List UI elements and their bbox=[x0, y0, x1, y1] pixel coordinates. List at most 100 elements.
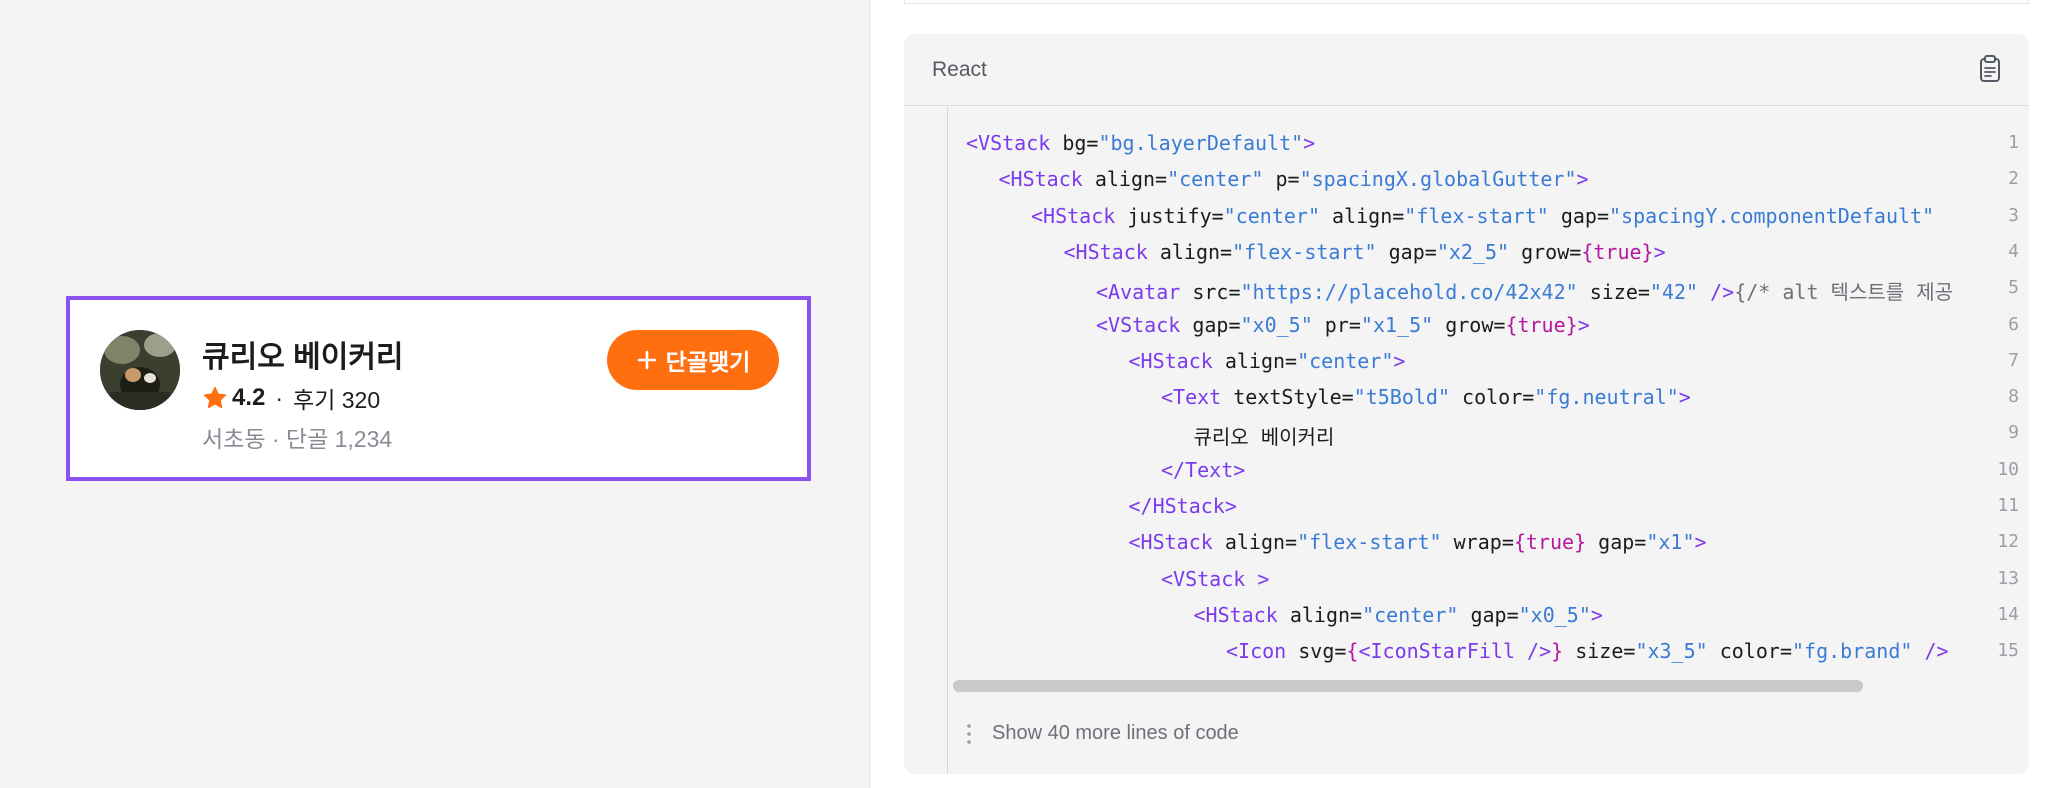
line-number: 1 bbox=[2008, 132, 2019, 153]
code-token: "bg.layerDefault" bbox=[1098, 131, 1304, 155]
code-token: = bbox=[1506, 602, 1519, 627]
code-token: <VStack bbox=[966, 131, 1063, 155]
line-number: 5 bbox=[2008, 277, 2019, 299]
line-number: 15 bbox=[1997, 640, 2019, 662]
store-card[interactable]: 큐리오 베이커리 4.2 · 후기 320 서초동 · 단골 1,234 단골맺… bbox=[66, 296, 811, 481]
code-token: textStyle bbox=[1233, 385, 1342, 410]
code-token: "flex-start" bbox=[1297, 530, 1442, 555]
code-token: <IconStarFill /> bbox=[1358, 639, 1552, 664]
code-token: = bbox=[1623, 639, 1636, 664]
avatar-photo bbox=[100, 330, 180, 410]
code-line: 큐리오 베이커리 bbox=[1194, 421, 1335, 450]
code-token: > bbox=[1393, 348, 1406, 373]
code-token: <HStack bbox=[1193, 602, 1290, 627]
code-token: <HStack bbox=[1031, 203, 1128, 228]
code-token: "x0_5" bbox=[1518, 602, 1591, 627]
code-token: color bbox=[1707, 639, 1780, 664]
follow-store-button[interactable]: 단골맺기 bbox=[607, 330, 779, 390]
code-token: = bbox=[1228, 312, 1241, 337]
code-token: "flex-start" bbox=[1404, 203, 1549, 228]
code-token: = bbox=[1086, 131, 1099, 155]
code-token: "flex-start" bbox=[1232, 239, 1377, 264]
code-token: "center" bbox=[1223, 203, 1320, 228]
code-token: align bbox=[1224, 348, 1286, 373]
code-token: "x0_5" bbox=[1240, 312, 1313, 337]
code-token: gap bbox=[1192, 312, 1229, 337]
code-line: <HStack align="center" gap="x0_5"> bbox=[1194, 603, 1603, 627]
code-token: gap bbox=[1586, 530, 1635, 555]
code-token: > bbox=[1577, 312, 1590, 337]
code-line: </Text> bbox=[1161, 458, 1245, 482]
code-token: = bbox=[1637, 280, 1650, 305]
code-token: <HStack bbox=[1063, 239, 1160, 264]
line-number: 12 bbox=[1997, 531, 2019, 553]
rating-separator: · bbox=[275, 384, 284, 411]
line-number: 9 bbox=[2008, 422, 2019, 444]
code-token: "x1" bbox=[1646, 530, 1695, 555]
code-token: "fg.brand" bbox=[1791, 639, 1913, 664]
code-token: size bbox=[1563, 639, 1624, 664]
more-vertical-icon bbox=[967, 723, 971, 744]
code-line: <HStack align="center" p="spacingX.globa… bbox=[999, 167, 1589, 191]
code-token: > bbox=[1303, 131, 1316, 155]
code-token: <HStack bbox=[1128, 530, 1225, 555]
line-number: 13 bbox=[1997, 567, 2019, 589]
code-token: "42" bbox=[1649, 280, 1699, 305]
store-avatar bbox=[100, 330, 180, 410]
line-number: 11 bbox=[1997, 495, 2019, 516]
code-token: = bbox=[1779, 639, 1792, 664]
code-line: <HStack align="flex-start" gap="x2_5" gr… bbox=[1064, 240, 1666, 264]
clipboard-icon[interactable] bbox=[1973, 52, 2007, 86]
code-token: "https://placehold.co/42x42" bbox=[1240, 280, 1578, 305]
code-token: "x3_5" bbox=[1635, 639, 1708, 664]
code-token: "spacingY.componentDefault" bbox=[1609, 203, 1935, 228]
show-more-lines-button[interactable]: Show 40 more lines of code bbox=[966, 722, 1239, 745]
code-token: align bbox=[1159, 239, 1221, 264]
code-body[interactable]: 1 <VStack bg="bg.layerDefault"> 2 <HStack a… bbox=[904, 107, 2029, 667]
code-token: = bbox=[1285, 530, 1298, 555]
code-line: <HStack align="flex-start" wrap={true} g… bbox=[1129, 530, 1707, 554]
line-number: 2 bbox=[2008, 168, 2019, 190]
code-line: <Text textStyle="t5Bold" color="fg.neutr… bbox=[1161, 385, 1691, 409]
star-fill-icon bbox=[203, 386, 227, 409]
code-token: {true} bbox=[1581, 239, 1654, 264]
language-label: React bbox=[932, 58, 987, 81]
code-token: {/* alt 텍스트를 제공 bbox=[1734, 280, 1953, 305]
horizontal-scrollbar[interactable] bbox=[953, 680, 1863, 692]
code-token: p bbox=[1263, 167, 1288, 192]
code-line: <VStack > bbox=[1161, 567, 1269, 591]
code-token: gap bbox=[1458, 602, 1507, 627]
line-number: 8 bbox=[2008, 386, 2019, 408]
code-line: <Avatar src="https://placehold.co/42x42"… bbox=[1096, 276, 1953, 305]
code-token: <HStack bbox=[1128, 348, 1225, 373]
code-token: = bbox=[1424, 239, 1437, 264]
code-token: = bbox=[1220, 239, 1233, 264]
code-token: svg bbox=[1298, 639, 1335, 664]
code-token: /> bbox=[1698, 280, 1735, 305]
code-token: grow bbox=[1509, 239, 1570, 264]
code-token: "center" bbox=[1362, 602, 1459, 627]
code-token: > bbox=[1653, 239, 1666, 264]
line-number: 6 bbox=[2008, 313, 2019, 335]
code-line: <Icon svg={<IconStarFill />} size="x3_5"… bbox=[1226, 639, 1949, 663]
code-token: justify bbox=[1127, 203, 1212, 228]
code-token: = bbox=[1285, 348, 1298, 373]
code-token: = bbox=[1501, 530, 1514, 555]
code-token: = bbox=[1392, 203, 1405, 228]
code-token: = bbox=[1634, 530, 1647, 555]
plus-icon bbox=[637, 350, 656, 370]
code-token: {true} bbox=[1513, 530, 1587, 555]
code-token: gap bbox=[1548, 203, 1597, 228]
show-more-label: Show 40 more lines of code bbox=[992, 722, 1239, 744]
code-token: pr bbox=[1312, 312, 1349, 337]
component-preview-panel: 큐리오 베이커리 4.2 · 후기 320 서초동 · 단골 1,234 단골맺… bbox=[0, 0, 870, 788]
store-name: 큐리오 베이커리 bbox=[202, 341, 404, 374]
code-line: <HStack justify="center" align="flex-sta… bbox=[1031, 204, 1934, 228]
code-token: = bbox=[1493, 312, 1506, 337]
code-line: <VStack bg="bg.layerDefault"> bbox=[966, 131, 1315, 155]
code-token: "x1_5" bbox=[1360, 312, 1434, 337]
code-token: { bbox=[1346, 639, 1359, 664]
code-token: <Icon bbox=[1226, 639, 1299, 664]
code-token: = bbox=[1350, 602, 1363, 627]
previous-block-edge bbox=[904, 0, 2029, 4]
